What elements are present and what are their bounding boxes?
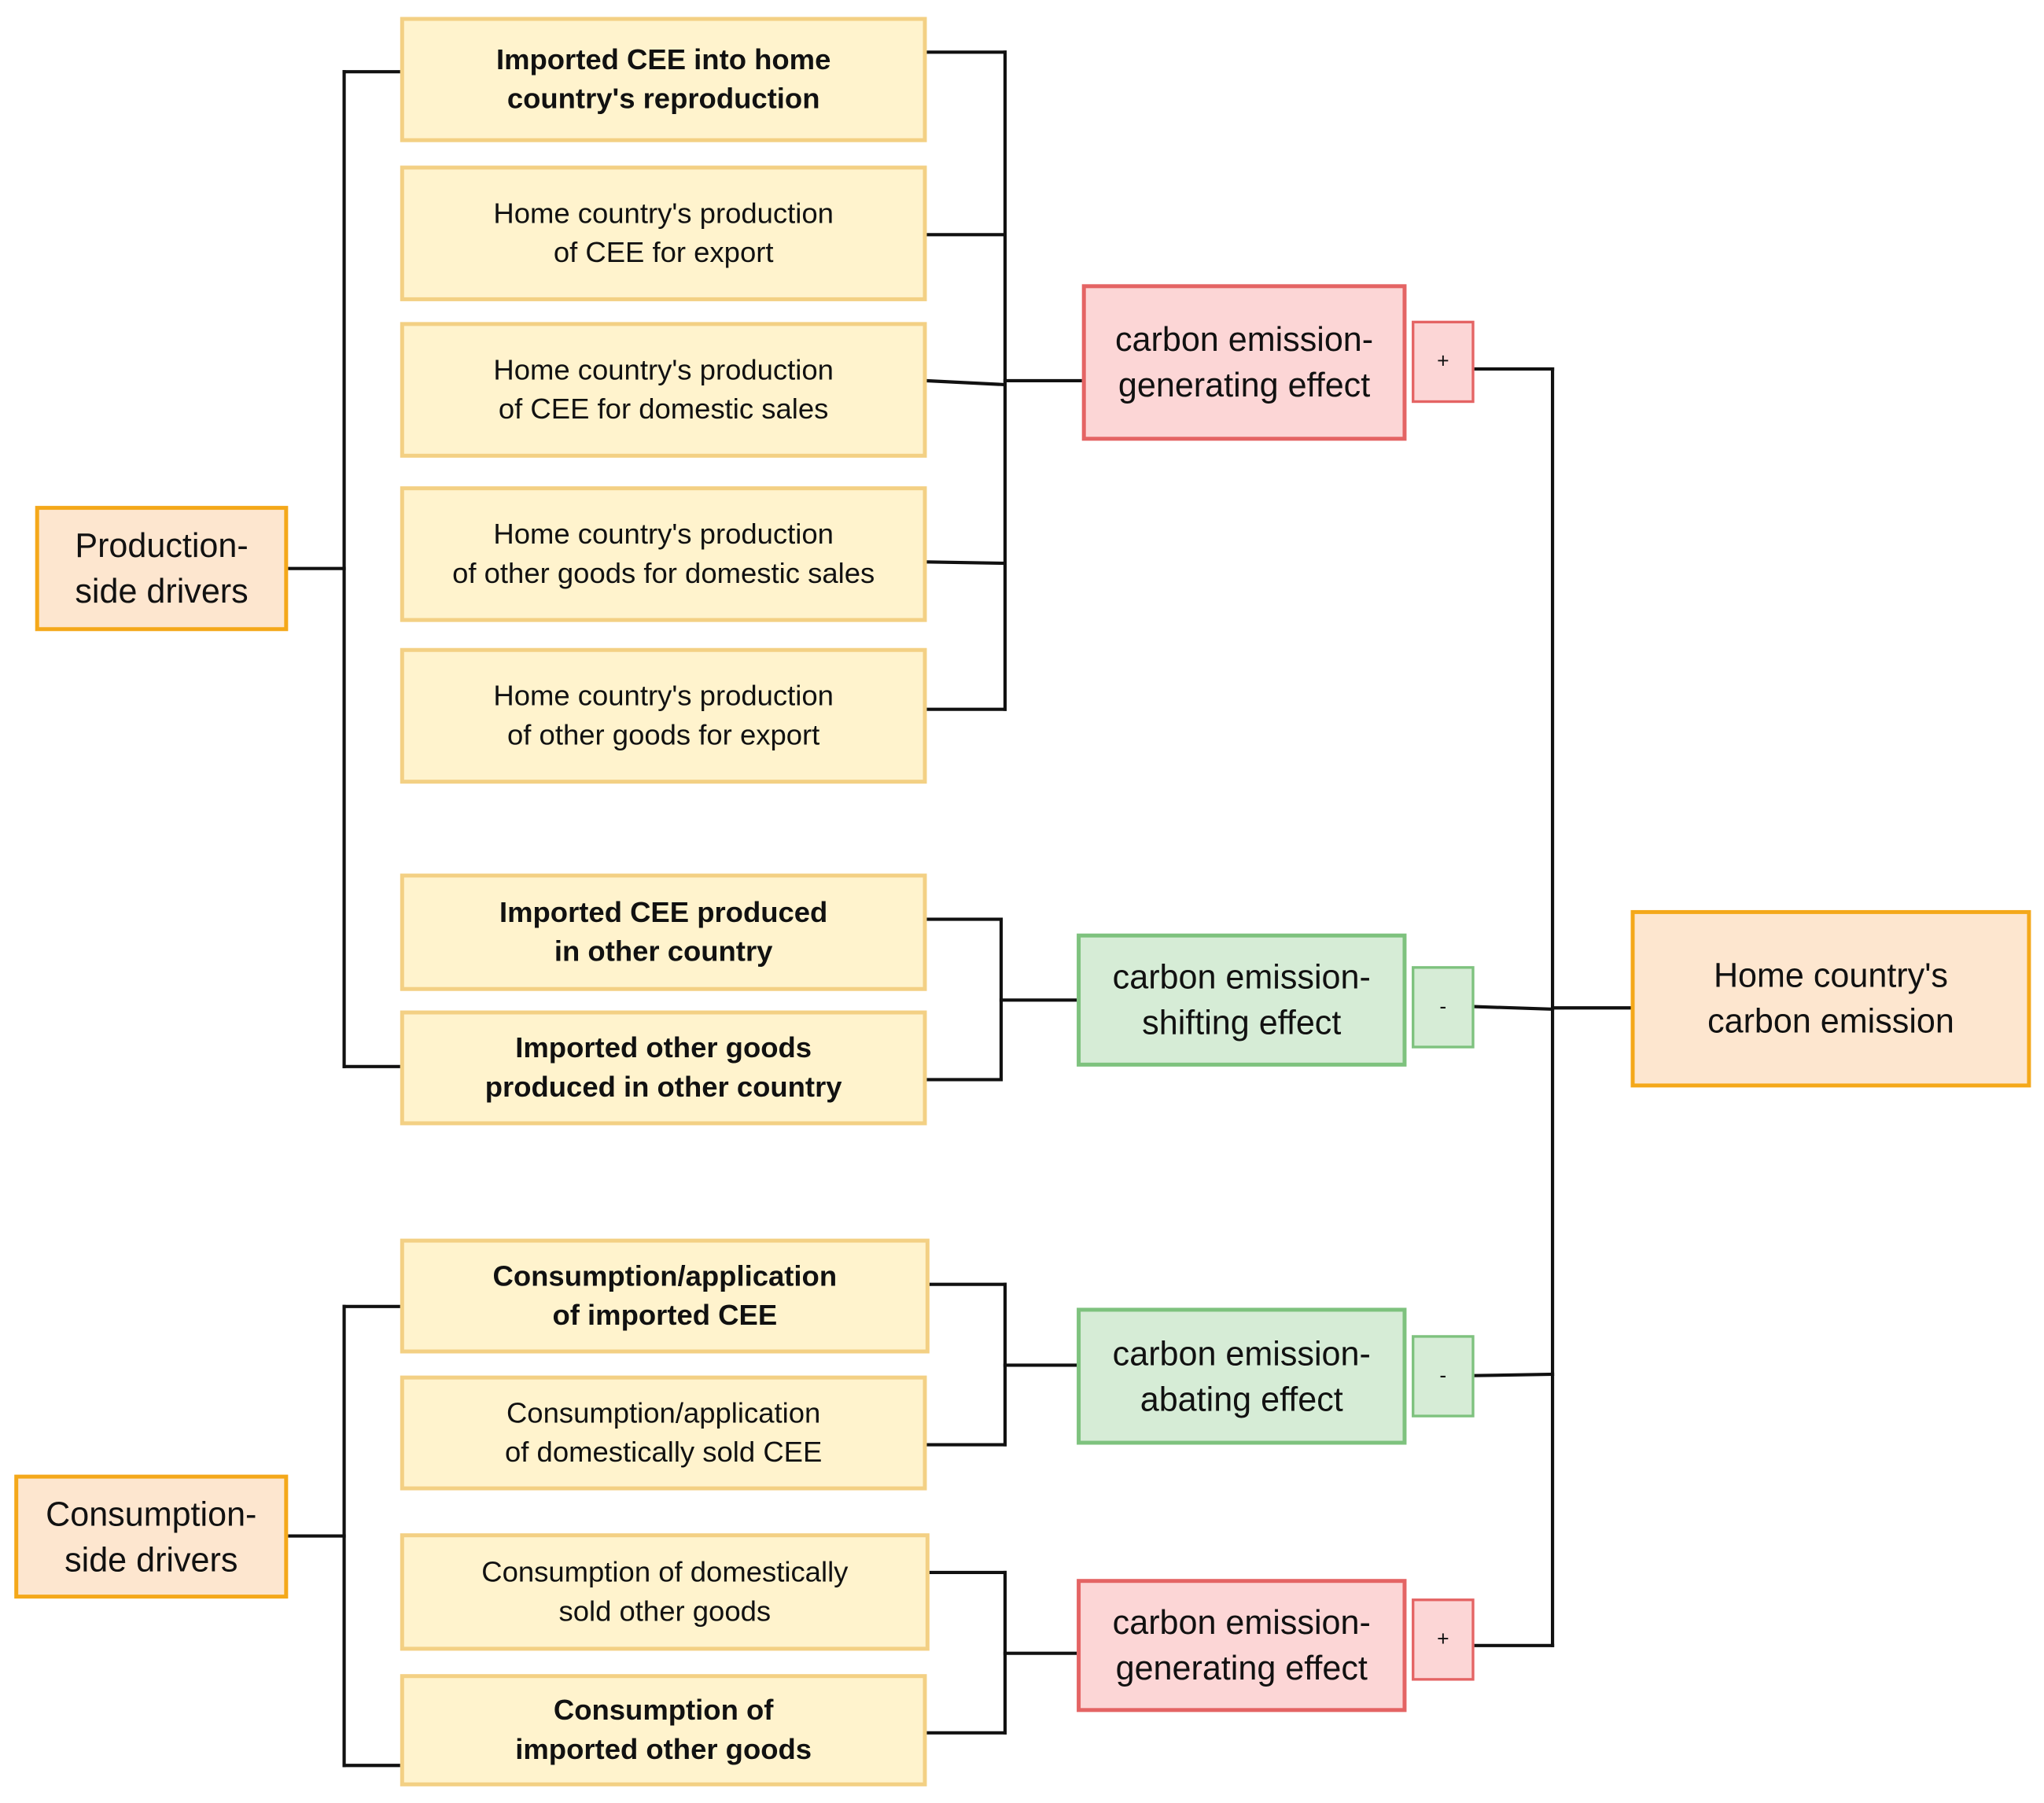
positive-sign-badge: + [1412, 1598, 1475, 1681]
abating-effect-box: carbon emission- abating effect [1077, 1307, 1407, 1445]
negative-sign-badge: - [1412, 1335, 1475, 1418]
consumption-side-drivers: Consumption- side drivers [14, 1474, 289, 1599]
factor-box: Consumption/application of domestically … [400, 1375, 927, 1491]
factor-box: Home country's production of CEE for exp… [400, 165, 927, 301]
factor-box: Imported CEE into home country's reprodu… [400, 17, 927, 142]
connector-line [925, 560, 1007, 566]
production-side-drivers: Production- side drivers [35, 506, 289, 632]
negative-sign-badge: - [1412, 966, 1475, 1049]
connector-line [1472, 1005, 1555, 1012]
generating-effect-box: carbon emission- generating effect [1077, 1579, 1407, 1713]
home-country-carbon-emission: Home country's carbon emission [1630, 909, 2031, 1088]
factor-box: Imported other goods produced in other c… [400, 1010, 927, 1126]
factor-box: Consumption/application of imported CEE [400, 1238, 930, 1354]
generating-effect-box: carbon emission- generating effect [1081, 284, 1407, 441]
factor-box: Imported CEE produced in other country [400, 873, 927, 991]
factor-box: Consumption of domestically sold other g… [400, 1533, 930, 1651]
factor-box: Home country's production of other goods… [400, 647, 927, 784]
factor-box: Consumption of imported other goods [400, 1674, 927, 1786]
positive-sign-badge: + [1412, 320, 1475, 404]
shifting-effect-box: carbon emission- shifting effect [1077, 933, 1407, 1067]
factor-box: Home country's production of other goods… [400, 486, 927, 622]
factor-box: Home country's production of CEE for dom… [400, 322, 927, 458]
connector-line [1472, 1372, 1555, 1377]
connector-line [925, 378, 1007, 387]
